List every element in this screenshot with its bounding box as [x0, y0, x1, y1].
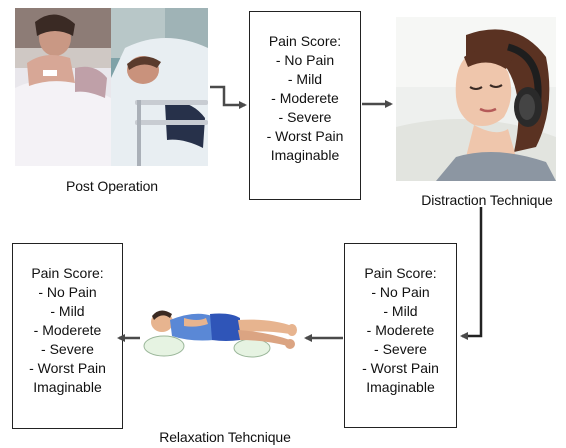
arrow-post-op-to-box — [210, 87, 245, 105]
arrow-distraction-to-box — [462, 207, 481, 336]
